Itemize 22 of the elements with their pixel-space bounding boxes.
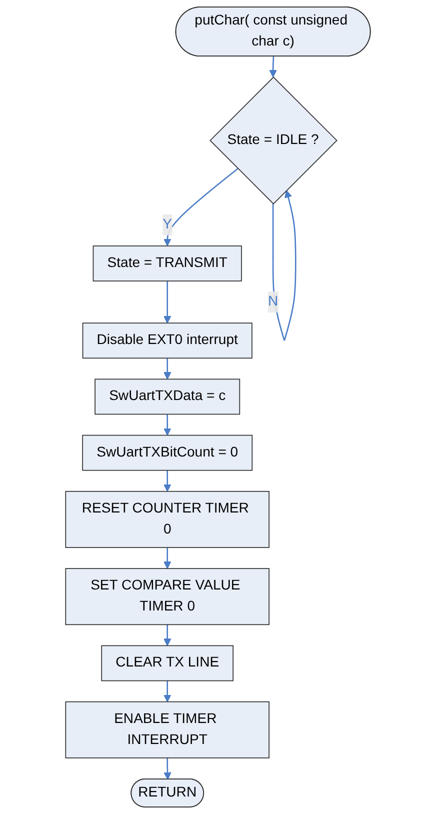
arrow	[164, 624, 172, 646]
node-box: SET COMPARE VALUE TIMER 0	[65, 568, 270, 626]
edge-label: Y	[162, 216, 172, 232]
arrow	[269, 56, 277, 78]
arrow	[164, 548, 172, 569]
arrow	[164, 168, 238, 246]
arrow	[164, 358, 172, 380]
node-box: State = TRANSMIT	[92, 245, 242, 282]
arrow	[164, 680, 172, 702]
arrow	[164, 414, 172, 436]
node-diamond: State = IDLE ?	[210, 76, 338, 204]
node-box: RESET COUNTER TIMER 0	[65, 490, 270, 548]
arrow	[164, 758, 172, 780]
edge-label: N	[268, 294, 278, 310]
node-box: Disable EXT0 interrupt	[82, 322, 252, 359]
node-box: CLEAR TX LINE	[101, 645, 234, 682]
node-box: ENABLE TIMER INTERRUPT	[65, 701, 270, 758]
node-box: SwUartTXBitCount = 0	[82, 434, 253, 471]
arrow	[164, 470, 172, 492]
arrow	[164, 280, 172, 324]
arrow	[272, 190, 296, 341]
node-box: SwUartTXData = c	[94, 378, 240, 415]
